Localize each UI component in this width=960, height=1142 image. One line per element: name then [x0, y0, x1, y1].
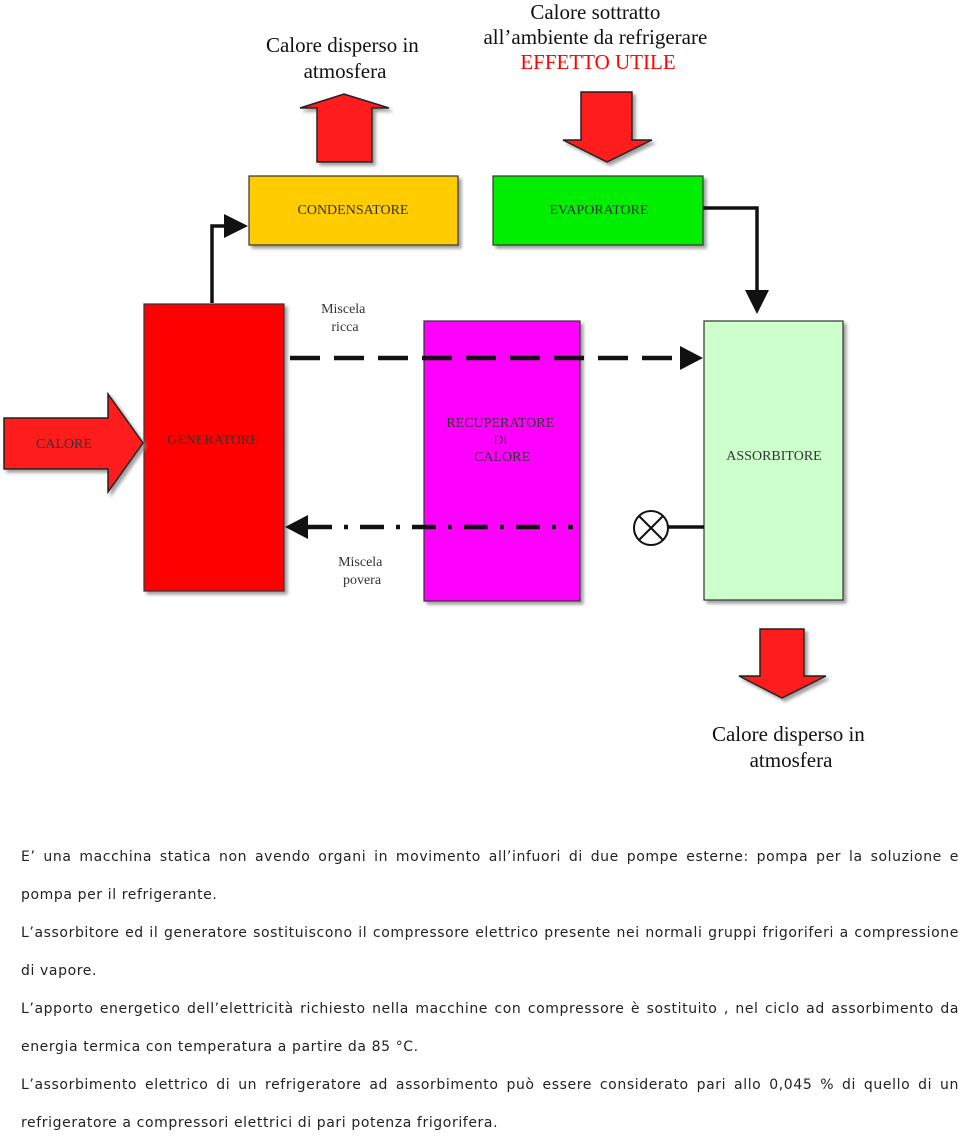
assorbitore-box: [703, 320, 844, 601]
recuperatore-label: RECUPERATORE Di CALORE: [446, 416, 557, 465]
heat-out-down-arrow: [738, 628, 827, 699]
paragraph-electric-consumption: L’assorbimento elettrico di un refrigera…: [21, 1077, 959, 1131]
miscela-povera-arrowhead: [285, 515, 308, 539]
absorption-cycle-diagram: Calore disperso in atmosfera Calore sott…: [3, 0, 870, 772]
calore-input-arrow: [3, 391, 144, 495]
evaporatore-box: [492, 175, 704, 246]
paragraph-pumps: E’ una macchina statica non avendo organ…: [21, 849, 959, 903]
heat-in-down-arrow: [562, 91, 653, 163]
generator-to-condenser-line: [210, 224, 226, 303]
miscela-ricca-arrowhead: [680, 346, 703, 370]
miscela-povera-label: Miscela povera: [338, 555, 386, 588]
heat-out-top-label: Calore disperso in atmosfera: [266, 33, 424, 83]
paragraph-energy-input: L’apporto energetico dell’elettricità ri…: [21, 1001, 959, 1055]
description-text: E’ una macchina statica non avendo organ…: [21, 838, 959, 1142]
generatore-label: GENERATORE: [167, 433, 259, 448]
evaporatore-label: EVAPORATORE: [549, 203, 648, 218]
absorber-inlet-arrowhead: [745, 290, 769, 314]
expansion-valve-icon: [633, 510, 669, 546]
miscela-ricca-label: Miscela ricca: [321, 302, 369, 335]
recuperatore-box: [423, 320, 581, 602]
assorbitore-label: ASSORBITORE: [726, 449, 821, 464]
condensatore-box: [248, 175, 459, 246]
paragraph-compressor-replacement: L’assorbitore ed il generatore sostituis…: [21, 925, 959, 979]
condensatore-label: CONDENSATORE: [298, 203, 409, 218]
condenser-inlet-arrowhead: [224, 214, 248, 238]
heat-out-up-arrow: [299, 93, 390, 163]
heat-out-bottom-label: Calore disperso in atmosfera: [712, 722, 870, 772]
heat-in-top-label: Calore sottratto all’ambiente da refrige…: [483, 0, 712, 74]
calore-label: CALORE: [36, 437, 92, 452]
evaporator-to-absorber-line: [703, 206, 759, 292]
generatore-box: [143, 303, 285, 592]
